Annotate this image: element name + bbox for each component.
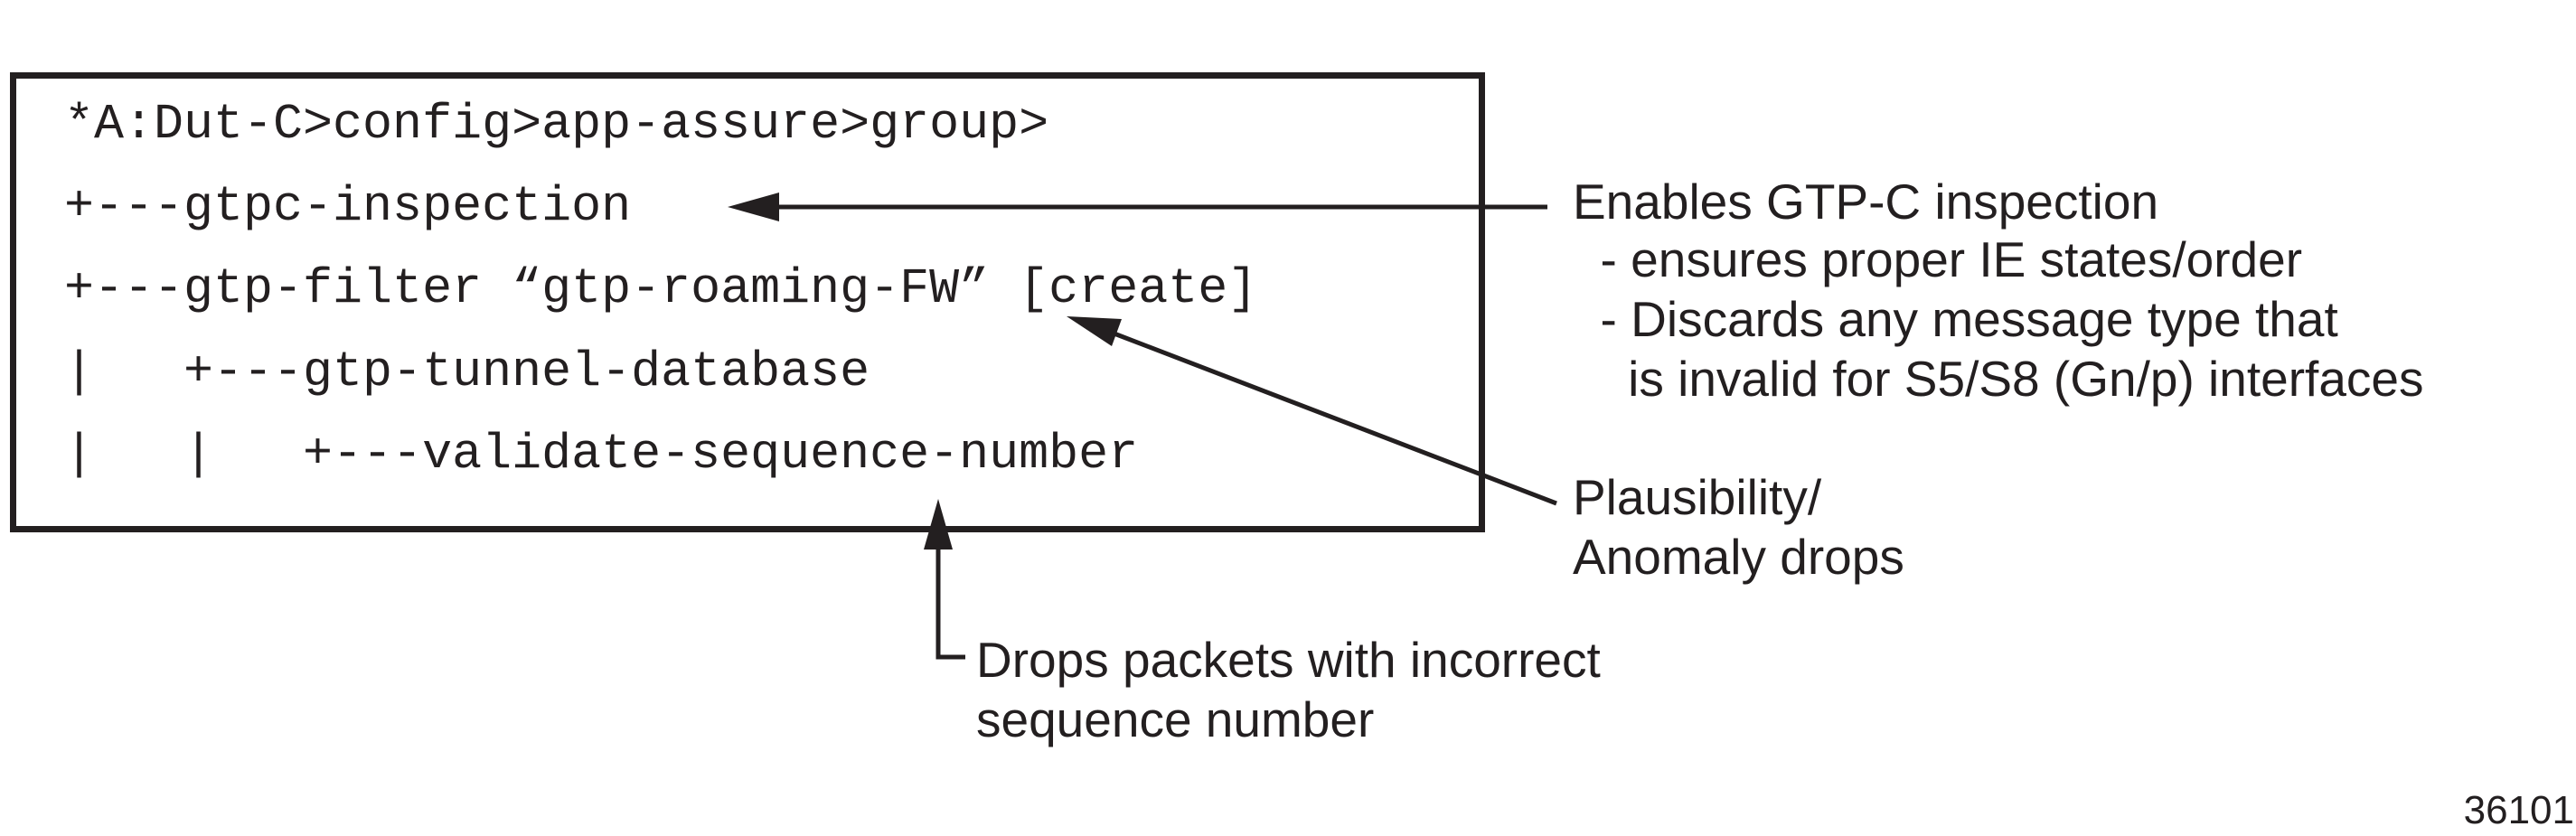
cli-gtpc-inspection-line: +---gtpc-inspection [64,178,632,235]
annotation-sequence-line1: Drops packets with incorrect [976,632,1601,688]
annotation-gtpc-bullet-discards: - Discards any message type that [1573,291,2338,347]
arrow-gtp-filter [1067,316,1557,506]
arrow-gtpc-inspection [728,193,1547,221]
annotation-gtpc-title: Enables GTP-C inspection [1573,174,2159,230]
annotation-gtpc-bullet-interfaces: is invalid for S5/S8 (Gn/p) interfaces [1573,351,2424,407]
annotation-plausibility-line2: Anomaly drops [1573,529,1904,585]
cli-gtp-tunnel-database-line: | +---gtp-tunnel-database [64,343,870,400]
cli-gtp-filter-line: +---gtp-filter “gtp-roaming-FW” [create] [64,260,1258,317]
annotation-gtpc-bullet-ie: - ensures proper IE states/order [1573,231,2303,287]
cli-prompt-line: *A:Dut-C>config>app-assure>group> [64,96,1049,153]
annotation-sequence-line2: sequence number [976,691,1375,747]
arrow-sequence-number [924,499,965,660]
cli-validate-sequence-number-line: | | +---validate-sequence-number [64,426,1139,483]
figure-id: 36101 [2463,788,2574,832]
cli-command-box [10,72,1485,532]
annotation-plausibility-line1: Plausibility/ [1573,469,1822,525]
